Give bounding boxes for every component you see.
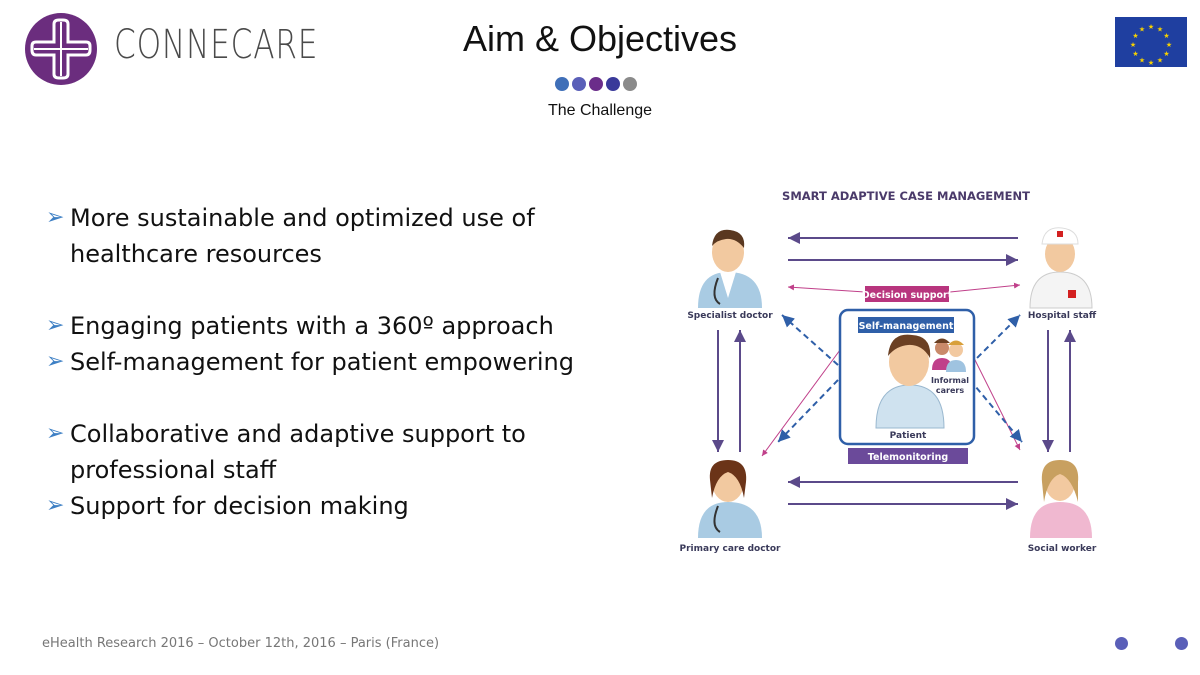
brand-name: CONNECARE xyxy=(114,22,319,68)
diagram-title: SMART ADAPTIVE CASE MANAGEMENT xyxy=(782,189,1030,203)
svg-text:★: ★ xyxy=(1130,41,1136,49)
progress-dots xyxy=(555,77,637,91)
informal-carers-icon xyxy=(932,338,966,372)
list-item: ➢ Engaging patients with a 360º approach xyxy=(46,308,606,344)
svg-text:★: ★ xyxy=(1148,23,1154,31)
arrow-bullet-icon: ➢ xyxy=(46,313,65,338)
decision-support-label: Decision support xyxy=(862,290,953,301)
informal-carers-label-2: carers xyxy=(936,386,964,395)
progress-dot xyxy=(606,77,620,91)
svg-text:★: ★ xyxy=(1157,57,1163,65)
bullet-text: Support for decision making xyxy=(70,492,409,520)
informal-carers-label-1: Informal xyxy=(931,376,969,385)
footer-text: eHealth Research 2016 – October 12th, 20… xyxy=(42,636,440,651)
bullet-text: More sustainable and optimized use of he… xyxy=(70,204,535,268)
svg-text:★: ★ xyxy=(1157,26,1163,34)
hospital-staff-label: Hospital staff xyxy=(1028,311,1097,321)
progress-dot xyxy=(555,77,569,91)
svg-text:★: ★ xyxy=(1132,50,1138,58)
eu-flag-icon: ★★★ ★★★ ★★★ ★★★ xyxy=(1115,17,1187,67)
list-item: ➢ Collaborative and adaptive support to … xyxy=(46,416,606,488)
list-item: ➢ Support for decision making xyxy=(46,488,606,524)
progress-dot xyxy=(572,77,586,91)
progress-dot xyxy=(589,77,603,91)
social-worker-icon xyxy=(1030,460,1092,538)
self-management-label: Self-management xyxy=(859,321,954,332)
svg-text:★: ★ xyxy=(1139,26,1145,34)
bullet-list: ➢ More sustainable and optimized use of … xyxy=(46,200,606,524)
svg-text:★: ★ xyxy=(1163,32,1169,40)
patient-icon xyxy=(875,334,945,429)
nav-dot-right xyxy=(1175,637,1188,650)
connecare-logo xyxy=(25,13,97,85)
svg-text:★: ★ xyxy=(1166,41,1172,49)
arrow-bullet-icon: ➢ xyxy=(46,205,65,230)
svg-text:★: ★ xyxy=(1163,50,1169,58)
bullet-text: Self-management for patient empowering xyxy=(70,348,574,376)
nav-dot-left xyxy=(1115,637,1128,650)
hospital-staff-icon xyxy=(1029,227,1093,309)
case-management-diagram: SMART ADAPTIVE CASE MANAGEMENT Decision … xyxy=(680,189,1097,554)
specialist-doctor-label: Specialist doctor xyxy=(687,311,773,321)
progress-dot xyxy=(623,77,637,91)
list-item: ➢ More sustainable and optimized use of … xyxy=(46,200,606,272)
arrow-bullet-icon: ➢ xyxy=(46,349,65,374)
svg-text:★: ★ xyxy=(1148,59,1154,67)
svg-text:★: ★ xyxy=(1132,32,1138,40)
social-worker-label: Social worker xyxy=(1028,544,1097,554)
list-item: ➢ Self-management for patient empowering xyxy=(46,344,606,380)
svg-text:★: ★ xyxy=(1139,57,1145,65)
bullet-text: Collaborative and adaptive support to pr… xyxy=(70,420,526,484)
telemonitoring-label: Telemonitoring xyxy=(868,452,948,463)
arrow-bullet-icon: ➢ xyxy=(46,421,65,446)
bullet-text: Engaging patients with a 360º approach xyxy=(70,312,554,340)
arrow-bullet-icon: ➢ xyxy=(46,493,65,518)
page-title: Aim & Objectives xyxy=(462,18,738,59)
page-subtitle: The Challenge xyxy=(547,102,653,119)
primary-care-doctor-label: Primary care doctor xyxy=(680,544,782,554)
patient-label: Patient xyxy=(890,431,927,441)
specialist-doctor-icon xyxy=(698,229,762,308)
primary-care-doctor-icon xyxy=(698,460,762,538)
